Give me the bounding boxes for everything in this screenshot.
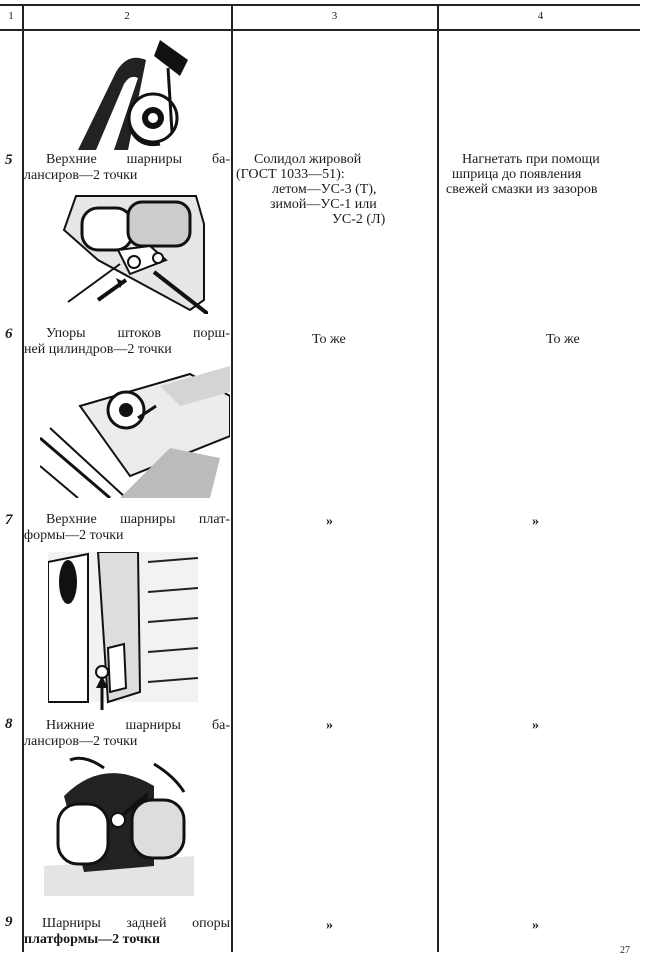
- column-header-2: 2: [124, 10, 130, 22]
- figure-platform-upper-hinges: [48, 552, 198, 710]
- header-bottom-rule: [0, 29, 640, 31]
- method-ditto-mark: »: [532, 918, 539, 933]
- lubricant-ditto-mark: »: [326, 514, 333, 529]
- method-ditto-mark: »: [532, 718, 539, 733]
- lubrication-point-name: Верхние шарниры плат- формы—2 точки: [24, 512, 230, 543]
- row-number: 5: [5, 152, 13, 168]
- lubrication-point-name: Нижние шарниры ба- лансиров—2 точки: [24, 718, 230, 749]
- table-top-rule: [0, 4, 640, 6]
- lubrication-point-name: Упоры штоков порш- ней цилиндров—2 точки: [24, 326, 230, 357]
- column-divider-1: [22, 4, 24, 952]
- lubricant-spec: Солидол жировой (ГОСТ 1033—51): летом—УС…: [236, 152, 386, 227]
- column-header-4: 4: [537, 10, 544, 22]
- row-number: 6: [5, 326, 13, 342]
- figure-balancer-arm-top: [78, 40, 188, 150]
- page-number: 27: [620, 945, 630, 956]
- lubricant-same-as-above: То же: [312, 332, 346, 347]
- row-number: 9: [5, 914, 13, 930]
- lubrication-point-name: Верхние шарниры ба- лансиров—2 точки: [24, 152, 230, 183]
- column-header-1: 1: [8, 10, 14, 22]
- column-divider-3: [437, 4, 439, 952]
- method-same-as-above: То же: [546, 332, 580, 347]
- method-ditto-mark: »: [532, 514, 539, 529]
- figure-balancer-lower-hinges: [44, 756, 194, 896]
- lubricant-ditto-mark: »: [326, 918, 333, 933]
- column-header-3: 3: [331, 10, 338, 22]
- lubrication-point-name: Шарниры задней опоры платформы—2 точки: [24, 916, 230, 947]
- column-divider-2: [231, 4, 233, 952]
- figure-balancer-upper-hinges: [62, 195, 208, 314]
- lubricant-ditto-mark: »: [326, 718, 333, 733]
- lubrication-method: Нагнетать при помощи шприца до появления…: [446, 152, 600, 197]
- figure-piston-rod-stops: [40, 366, 230, 498]
- row-number: 7: [5, 512, 13, 528]
- row-number: 8: [5, 716, 13, 732]
